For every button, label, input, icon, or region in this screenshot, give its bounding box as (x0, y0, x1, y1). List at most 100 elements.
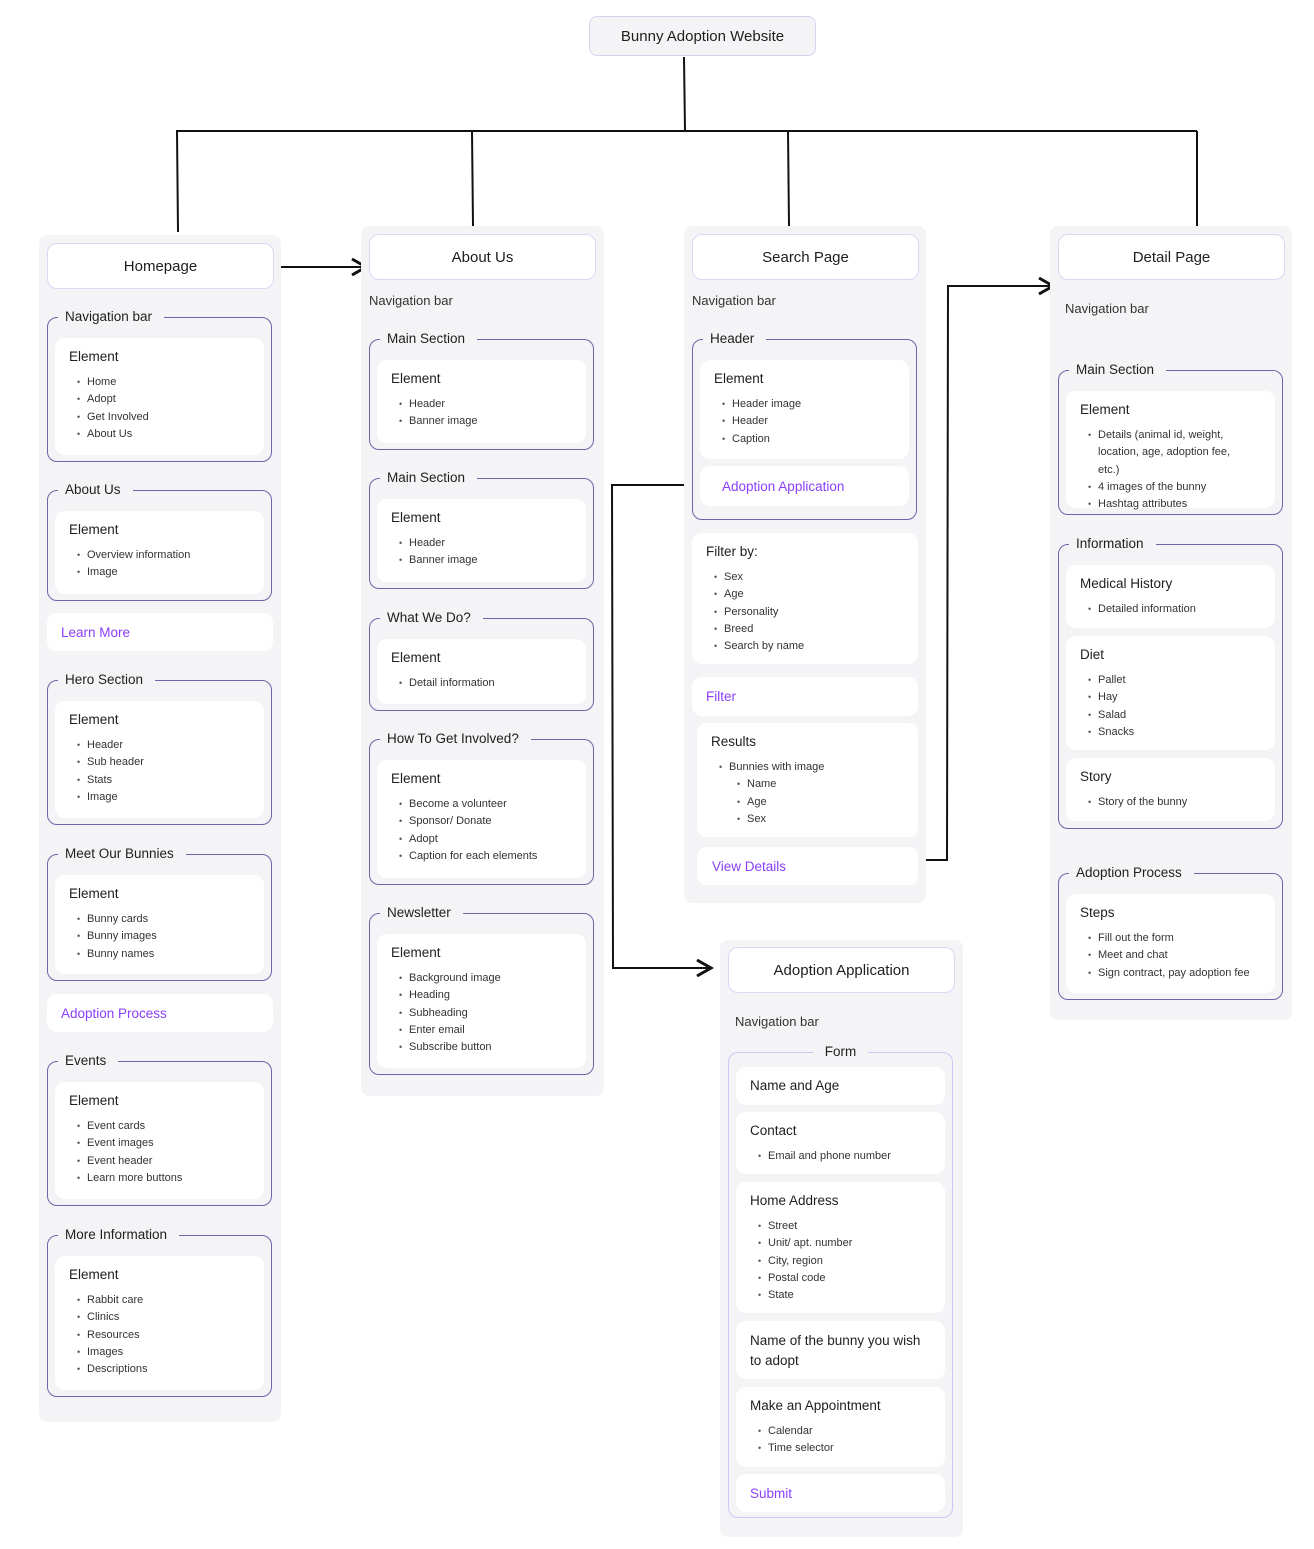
list-item: Descriptions (77, 1361, 250, 1379)
bullet-list: NameAgeSex (711, 776, 904, 828)
card-heading: Filter by: (706, 544, 758, 559)
list-item: Resources (77, 1327, 250, 1345)
list-item: Detailed information (1088, 601, 1261, 619)
list-item: Bunny cards (77, 911, 250, 929)
about-us-column: About Us Navigation bar Main Section Ele… (361, 226, 604, 1096)
card-heading: Element (1080, 402, 1130, 417)
list-item: Fill out the form (1088, 930, 1261, 948)
list-item: Background image (399, 970, 572, 988)
search-page-column: Search Page Navigation bar Header Elemen… (684, 226, 926, 903)
bullet-list: HeaderSub headerStatsImage (69, 737, 250, 806)
list-item: Adopt (77, 391, 250, 409)
list-item: City, region (758, 1253, 931, 1271)
element-card: ElementHeaderBanner image (377, 499, 586, 582)
learn-more-link[interactable]: Learn More (47, 613, 273, 651)
element-card: ElementHeaderSub headerStatsImage (55, 701, 264, 818)
card-heading: Element (391, 945, 441, 960)
navigation-bar-label: Navigation bar (1065, 301, 1149, 316)
detail-page-column: Detail Page Navigation bar Main Section … (1050, 226, 1292, 1020)
list-item: Bunny images (77, 928, 250, 946)
list-item: Hay (1088, 689, 1261, 707)
list-item: Age (714, 586, 904, 604)
list-item: Breed (714, 621, 904, 639)
list-item: Event images (77, 1135, 250, 1153)
list-item: Pallet (1088, 672, 1261, 690)
bullet-list: Detail information (391, 675, 572, 693)
list-item: Time selector (758, 1440, 931, 1458)
list-item: Bunny names (77, 946, 250, 964)
list-item: State (758, 1287, 931, 1305)
list-item: Images (77, 1344, 250, 1362)
list-item: 4 images of the bunny (1088, 479, 1241, 497)
navigation-bar-label: Navigation bar (692, 293, 776, 308)
section-label: How To Get Involved? (380, 729, 531, 749)
adoption-process-link[interactable]: Adoption Process (47, 994, 273, 1032)
list-item: Sex (714, 569, 904, 587)
section-navigation-bar: Navigation bar ElementHomeAdoptGet Invol… (47, 307, 272, 462)
element-card: ElementBunny cardsBunny imagesBunny name… (55, 875, 264, 974)
homepage-column: Homepage Navigation bar ElementHomeAdopt… (39, 235, 281, 1422)
card-heading: Medical History (1080, 576, 1173, 591)
section-information: Information Medical HistoryDetailed info… (1058, 534, 1283, 829)
list-item: Home (77, 374, 250, 392)
list-item: Image (77, 564, 250, 582)
list-item: Sign contract, pay adoption fee (1088, 965, 1261, 983)
list-item: Meet and chat (1088, 947, 1261, 965)
bullet-list: Bunnies with image (711, 759, 904, 777)
element-card: ElementDetail information (377, 639, 586, 704)
list-item: Clinics (77, 1309, 250, 1327)
list-item: Sex (737, 811, 904, 829)
element-card: ElementEvent cardsEvent imagesEvent head… (55, 1082, 264, 1199)
section-main: Main Section ElementHeaderBanner image (369, 468, 594, 589)
list-item: Header (399, 396, 572, 414)
list-item: Header image (722, 396, 895, 414)
list-item: Sponsor/ Donate (399, 813, 572, 831)
list-item: Caption (722, 431, 895, 449)
about-us-title: About Us (369, 234, 596, 280)
bullet-list: Email and phone number (750, 1148, 931, 1166)
list-item: Header (77, 737, 250, 755)
section-label: Events (58, 1051, 119, 1071)
list-item: Unit/ apt. number (758, 1235, 931, 1253)
bullet-list: Fill out the formMeet and chatSign contr… (1080, 930, 1261, 982)
list-item: Stats (77, 772, 250, 790)
list-item: Learn more buttons (77, 1170, 250, 1188)
bullet-list: Detailed information (1080, 601, 1261, 619)
card-heading: Element (391, 371, 441, 386)
filter-card: Filter by:SexAgePersonalityBreedSearch b… (692, 533, 918, 664)
list-item: Banner image (399, 413, 572, 431)
list-item: Age (737, 794, 904, 812)
section-label: More Information (58, 1225, 180, 1245)
section-adoption-process: Adoption Process StepsFill out the formM… (1058, 863, 1283, 1000)
submit-button[interactable]: Submit (736, 1474, 945, 1512)
card-heading: Element (714, 371, 764, 386)
card-heading: Name and Age (750, 1078, 840, 1093)
medical-history-card: Medical HistoryDetailed information (1066, 565, 1275, 628)
contact-card: ContactEmail and phone number (736, 1112, 945, 1174)
card-heading: Element (391, 510, 441, 525)
bullet-list: Background imageHeadingSubheadingEnter e… (391, 970, 572, 1057)
list-item: Overview information (77, 547, 250, 565)
list-item: Event header (77, 1153, 250, 1171)
bullet-list: StreetUnit/ apt. numberCity, regionPosta… (750, 1218, 931, 1305)
list-item: Hashtag attributes (1088, 496, 1241, 514)
adoption-application-link[interactable]: Adoption Application (700, 466, 909, 506)
list-item: Email and phone number (758, 1148, 931, 1166)
section-main: Main Section ElementHeaderBanner image (369, 329, 594, 450)
section-main: Main Section ElementDetails (animal id, … (1058, 360, 1283, 515)
list-item: Become a volunteer (399, 796, 572, 814)
card-heading: Element (69, 522, 119, 537)
list-item: Personality (714, 604, 904, 622)
list-item: Banner image (399, 552, 572, 570)
navigation-bar-label: Navigation bar (369, 293, 453, 308)
name-and-age-card: Name and Age (736, 1067, 945, 1105)
card-heading: Element (69, 349, 119, 364)
bullet-list: HeaderBanner image (391, 396, 572, 431)
card-heading: Element (391, 771, 441, 786)
filter-link[interactable]: Filter (692, 677, 918, 716)
section-label: Main Section (380, 329, 478, 349)
view-details-link[interactable]: View Details (697, 847, 918, 885)
card-heading: Story (1080, 769, 1112, 784)
section-meet-our-bunnies: Meet Our Bunnies ElementBunny cardsBunny… (47, 844, 272, 981)
bullet-list: Event cardsEvent imagesEvent headerLearn… (69, 1118, 250, 1187)
